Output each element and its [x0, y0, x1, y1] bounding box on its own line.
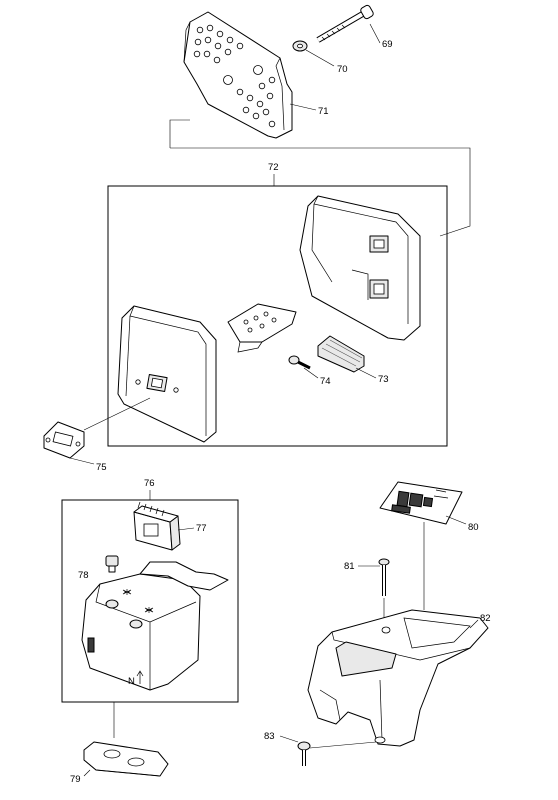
part-74-screw	[288, 355, 311, 370]
part-71-muffler-plate	[183, 11, 293, 139]
label-82: 82	[480, 613, 491, 624]
part-72-muffler-body	[299, 195, 421, 341]
label-74: 74	[320, 376, 331, 387]
label-70: 70	[337, 64, 348, 75]
part-72-baffle	[227, 303, 297, 353]
label-78: 78	[78, 570, 89, 581]
part-70-washer	[292, 40, 308, 52]
part-76-air-filter-cover	[81, 561, 229, 691]
label-80: 80	[468, 522, 479, 533]
part-82-housing	[307, 609, 489, 747]
label-79: 79	[70, 774, 81, 785]
label-72: 72	[268, 162, 279, 173]
part-75-gasket	[43, 421, 85, 459]
group-76-box	[61, 499, 239, 703]
label-81: 81	[344, 561, 355, 572]
label-83: 83	[264, 731, 275, 742]
part-79-pad	[83, 741, 169, 777]
part-83-screw	[297, 741, 311, 766]
part-69-bolt	[316, 4, 374, 43]
part-77-filter-pad	[133, 501, 181, 551]
part-72-muffler-cover	[117, 305, 217, 443]
part-78-knob	[105, 555, 119, 573]
label-69: 69	[382, 39, 393, 50]
part-81-screw	[378, 558, 390, 596]
part-80-label	[379, 481, 463, 525]
group-72-box	[107, 185, 448, 447]
label-73: 73	[378, 374, 389, 385]
part-73-spark-screen	[317, 335, 365, 373]
label-76: 76	[144, 478, 155, 489]
label-71: 71	[318, 106, 329, 117]
label-75: 75	[96, 462, 107, 473]
label-77: 77	[196, 523, 207, 534]
cover-arrow-letter: N	[128, 676, 135, 687]
